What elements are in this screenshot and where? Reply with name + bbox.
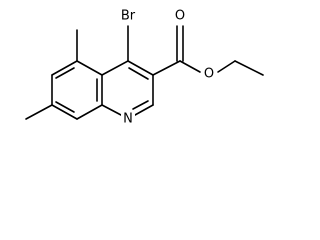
ether-oxygen-label-bg [203, 66, 215, 82]
bond-n1-c8a [101, 104, 122, 116]
bond-c7-c8 [51, 104, 78, 120]
bond-ch2-ch3 [234, 60, 264, 76]
bond-c2-n1-inner [132, 100, 149, 110]
bond-c4-c3 [127, 60, 154, 76]
nitrogen-atom-label: N [123, 112, 133, 127]
bond-c5-c6 [51, 60, 78, 76]
bond-c4a-c5 [76, 60, 103, 76]
bromine-atom-label: Br [121, 9, 136, 24]
bond-c4-c3-inner [128, 67, 149, 80]
bond-c2-n1 [134, 104, 154, 116]
bromine-label-bg [117, 8, 139, 24]
bond-c7-c8-inner [55, 101, 75, 113]
bond-ester-c-o [179, 60, 201, 73]
bond-c3-ester-carbon [152, 60, 181, 76]
bond-c5-c6-inner [55, 67, 75, 79]
bond-c8-c8a [76, 104, 103, 120]
bond-o-ch2 [217, 60, 236, 73]
chemical-structure-diagram: Br O O N [25, 8, 264, 127]
carbonyl-oxygen-label-bg [174, 8, 186, 24]
bond-c4a-c4 [101, 60, 129, 76]
carbonyl-oxygen-atom-label: O [175, 9, 185, 24]
structure-canvas: Br O O N [25, 8, 264, 127]
bond-c7-methyl [25, 104, 53, 120]
ether-oxygen-atom-label: O [204, 67, 214, 82]
nitrogen-label-bg [121, 111, 135, 127]
